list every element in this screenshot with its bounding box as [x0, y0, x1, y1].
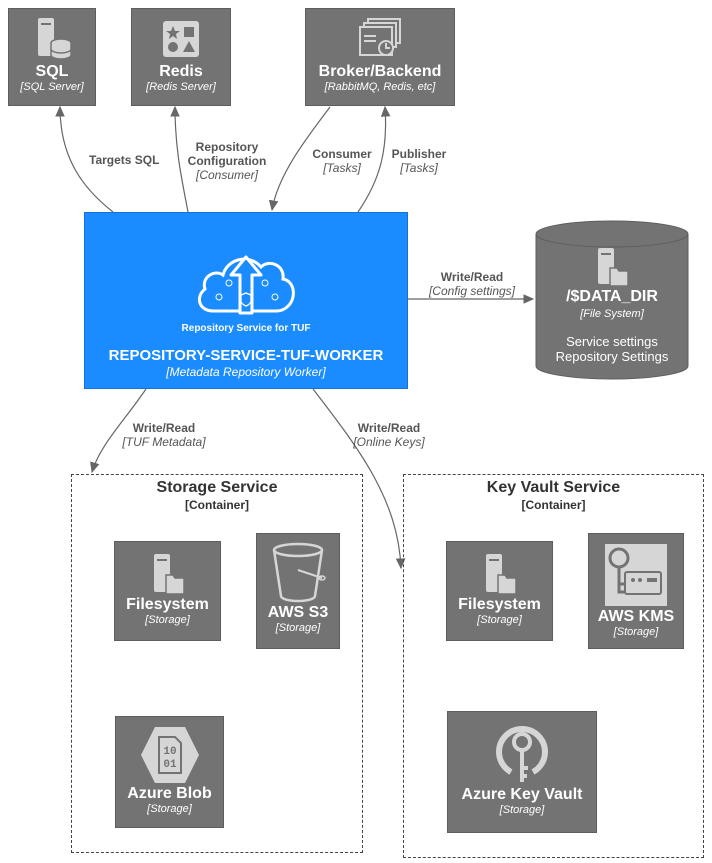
- kv-filesystem-node[interactable]: Filesystem [Storage]: [446, 541, 553, 641]
- node-tech: [Storage]: [477, 614, 522, 626]
- aws-s3-node[interactable]: AWS S3 [Storage]: [256, 533, 340, 649]
- edge-label-tech: [Tasks]: [323, 161, 361, 175]
- key-vault-service-boundary: Key Vault Service [Container]: [403, 474, 704, 858]
- node-title: Broker/Backend: [318, 63, 442, 80]
- svg-text:01: 01: [163, 759, 177, 771]
- blob-hexagon-icon: 10 01: [140, 727, 199, 783]
- edge-label-tech: [Tasks]: [400, 161, 438, 175]
- edge-repo-config: [170, 105, 189, 213]
- broker-node[interactable]: Broker/Backend [RabbitMQ, Redis, etc]: [305, 8, 455, 106]
- datadir-node[interactable]: /$DATA_DIR [File System] Service setting…: [535, 220, 689, 380]
- node-tech: [RabbitMQ, Redis, etc]: [324, 81, 436, 93]
- node-title: AWS KMS: [597, 608, 675, 625]
- node-title: Filesystem: [126, 596, 209, 613]
- edge-targets-sql: [55, 105, 114, 213]
- azure-blob-node[interactable]: 10 01 Azure Blob [Storage]: [115, 716, 224, 828]
- edge-keys-rw: [312, 388, 406, 570]
- edge-label-tech: [TUF Metadata]: [122, 435, 206, 449]
- storage-service-boundary: Storage Service [Container]: [71, 474, 363, 853]
- database-server-icon: [38, 18, 72, 60]
- edge-label-publisher: Publisher [Tasks]: [388, 147, 450, 175]
- bucket-icon: [272, 542, 326, 603]
- edge-label-text: Write/Read: [440, 270, 504, 284]
- node-tech: [Storage]: [275, 622, 321, 634]
- node-title: Filesystem: [458, 596, 541, 613]
- datadir-desc-line2: Repository Settings: [555, 349, 669, 364]
- edge-label-keys-rw: Write/Read [Online Keys]: [348, 421, 430, 449]
- edge-label-tech: [Config settings]: [428, 284, 516, 298]
- boundary-type: [Container]: [521, 498, 586, 512]
- boundary-type: [Container]: [185, 498, 249, 512]
- aws-kms-node[interactable]: AWS KMS [Storage]: [588, 533, 684, 649]
- edge-label-tech: [Consumer]: [195, 168, 259, 182]
- edge-label-line2: Configuration: [187, 154, 267, 168]
- datadir-desc-line1: Service settings: [566, 334, 658, 349]
- cylinder-shape: [535, 220, 689, 380]
- edge-label-tech: [Online Keys]: [353, 435, 425, 449]
- file-server-icon: [598, 248, 629, 287]
- node-tech: [SQL Server]: [20, 81, 84, 93]
- edge-label-consumer: Consumer [Tasks]: [308, 147, 376, 175]
- worker-tech: [Metadata Repository Worker]: [166, 365, 326, 379]
- svg-text:10: 10: [163, 746, 176, 758]
- edge-consumer: [268, 106, 331, 212]
- redis-node[interactable]: Redis [Redis Server]: [131, 8, 231, 106]
- node-tech: [Redis Server]: [146, 81, 216, 93]
- azure-key-vault-node[interactable]: Azure Key Vault [Storage]: [447, 711, 597, 833]
- node-title: Azure Key Vault: [461, 786, 583, 803]
- node-title: Redis: [159, 63, 203, 80]
- edge-label-line1: Repository: [195, 140, 259, 154]
- file-server-icon: [485, 554, 517, 595]
- sql-node[interactable]: SQL [SQL Server]: [8, 8, 96, 106]
- edge-tuf-rw: [90, 388, 147, 474]
- node-tech: [Storage]: [145, 614, 190, 626]
- worker-node[interactable]: Repository Service for TUF REPOSITORY-SE…: [84, 212, 408, 389]
- worker-title: REPOSITORY-SERVICE-TUF-WORKER: [108, 347, 384, 364]
- edge-label-text: Targets SQL: [89, 153, 160, 167]
- edge-label-text: Write/Read: [357, 421, 421, 435]
- shapes-icon: [163, 21, 199, 57]
- edge-label-text: Publisher: [391, 147, 447, 161]
- node-title: Azure Blob: [127, 785, 212, 802]
- edge-label-repo-config: Repository Configuration [Consumer]: [180, 140, 274, 182]
- edge-label-text: Consumer: [312, 147, 372, 161]
- queue-windows-icon: [359, 18, 401, 56]
- node-title: AWS S3: [267, 604, 329, 621]
- cloud-upload-icon: [197, 255, 295, 315]
- boundary-title: Key Vault Service: [486, 479, 621, 496]
- edge-label-targets-sql: Targets SQL: [89, 153, 159, 167]
- boundary-title: Storage Service: [156, 479, 278, 496]
- datadir-title: /$DATA_DIR: [566, 288, 658, 305]
- edge-label-tuf-rw: Write/Read [TUF Metadata]: [117, 421, 211, 449]
- edge-label-text: Write/Read: [132, 421, 196, 435]
- node-tech: [Storage]: [499, 804, 545, 816]
- key-vault-icon: [496, 726, 548, 782]
- edge-publisher: [357, 105, 391, 213]
- edge-label-config-rw: Write/Read [Config settings]: [424, 270, 520, 298]
- node-title: SQL: [35, 63, 69, 80]
- file-server-icon: [153, 554, 185, 595]
- worker-logo-caption: Repository Service for TUF: [181, 323, 311, 334]
- key-card-icon: [605, 544, 667, 606]
- node-tech: [Storage]: [147, 803, 192, 815]
- datadir-tech: [File System]: [580, 308, 644, 320]
- node-tech: [Storage]: [613, 626, 659, 638]
- storage-filesystem-node[interactable]: Filesystem [Storage]: [114, 541, 221, 641]
